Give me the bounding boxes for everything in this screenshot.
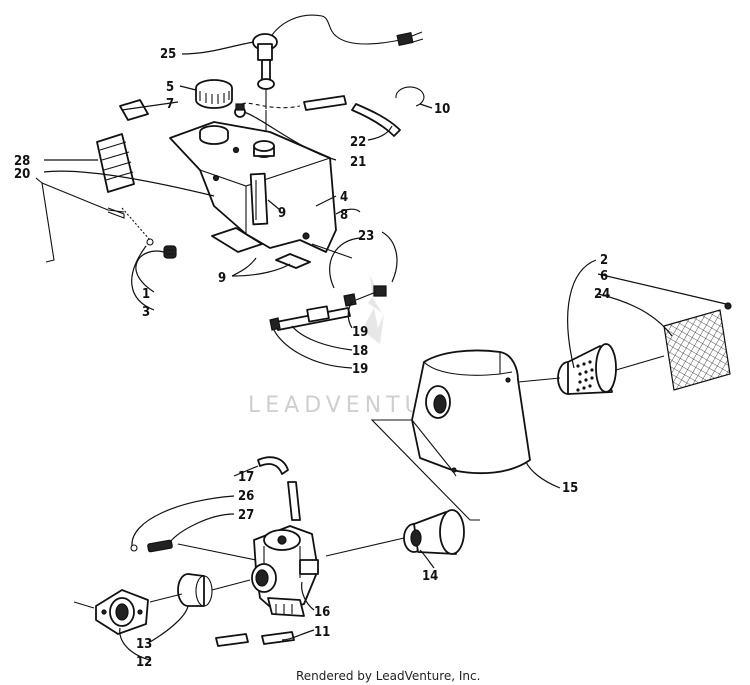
hose-clamp-ring [395, 86, 425, 107]
callout-10: 10 [434, 102, 450, 117]
intake-boot [403, 509, 465, 555]
callout-26: 26 [238, 489, 254, 504]
callout-18: 18 [352, 344, 368, 359]
callout-6: 6 [600, 269, 608, 284]
flange [95, 589, 149, 635]
tank-bracket [35, 177, 125, 263]
callout-28: 28 [14, 154, 30, 169]
callout-1: 1 [142, 287, 150, 302]
footer-credit: Rendered by LeadVenture, Inc. [296, 669, 480, 683]
callout-23: 23 [358, 229, 374, 244]
callout-17: 17 [238, 470, 254, 485]
callout-19-lower: 19 [352, 362, 368, 377]
callout-19-upper: 19 [352, 325, 368, 340]
callout-5: 5 [166, 80, 174, 95]
carb-adjust-screw [130, 539, 173, 553]
callout-14: 14 [422, 569, 438, 584]
callout-21: 21 [350, 155, 366, 170]
callout-22: 22 [350, 135, 366, 150]
callout-3: 3 [142, 305, 150, 320]
carburetor [251, 525, 319, 617]
callout-2: 2 [600, 253, 608, 268]
callout-25: 25 [160, 47, 176, 62]
screen-filter [663, 302, 732, 391]
callout-24: 24 [594, 287, 610, 302]
decal-large [96, 133, 135, 193]
callout-7: 7 [166, 97, 174, 112]
callout-labels: 25 5 7 10 22 21 28 20 4 8 9 23 9 1 3 19 … [14, 47, 610, 670]
callout-11: 11 [314, 625, 330, 640]
callout-20: 20 [14, 167, 30, 182]
grommet-and-washer [146, 238, 177, 259]
callout-15: 15 [562, 481, 578, 496]
fuel-filter-assembly [269, 285, 387, 331]
fuel-tank [169, 121, 353, 269]
assembly-centerlines [73, 110, 665, 609]
vent-hoses [215, 456, 301, 647]
callout-27: 27 [238, 508, 254, 523]
fuel-gauge-sender [252, 14, 424, 109]
callout-13: 13 [136, 637, 152, 652]
air-silencer [411, 349, 531, 477]
callout-9-lower: 9 [218, 271, 226, 286]
callout-8: 8 [340, 208, 348, 223]
decal-small [119, 99, 149, 121]
fuel-cap [195, 79, 233, 109]
leader-lines [43, 41, 727, 661]
callout-9-upper: 9 [278, 206, 286, 221]
callout-12: 12 [136, 655, 152, 670]
fuel-hoses-upper [234, 95, 401, 137]
clamp [177, 573, 213, 607]
intake-tube [557, 343, 617, 395]
callout-4: 4 [340, 190, 348, 205]
callout-16: 16 [314, 605, 330, 620]
